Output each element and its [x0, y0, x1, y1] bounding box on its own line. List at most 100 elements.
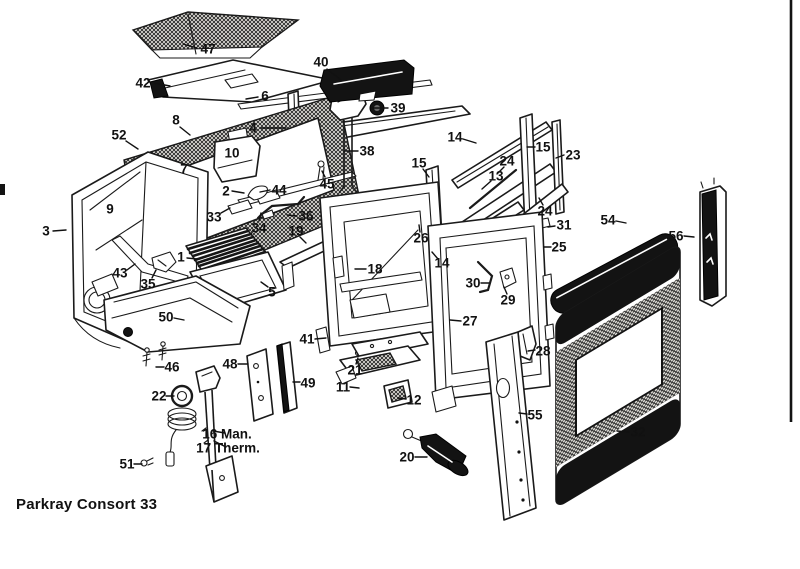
part-13-rod [468, 168, 518, 210]
part-46-screws [142, 341, 167, 367]
leader-line [245, 96, 259, 100]
leader-line [213, 440, 227, 448]
part-32-front-surround [555, 246, 681, 506]
part-label: 8 [172, 113, 180, 128]
part-label: 47 [200, 42, 215, 57]
part-33-bracket [227, 199, 253, 215]
part-label: 36 [298, 209, 314, 224]
leader-line [449, 319, 462, 322]
part-label: 4 [249, 121, 257, 136]
part-50-ashpan [91, 273, 251, 353]
part-label: 24 [499, 154, 515, 169]
part-label: 5 [268, 285, 276, 300]
part-label: 7 [180, 162, 188, 177]
part-label: 31 [556, 218, 572, 233]
leader-line [314, 337, 327, 340]
leader-line [503, 286, 508, 295]
part-16-17-thermostat-assembly [195, 365, 239, 503]
part-label: 52 [111, 128, 126, 143]
part-label: 43 [112, 266, 128, 281]
leader-line [496, 166, 505, 175]
leader-line [52, 229, 67, 232]
part-label: 51 [119, 457, 135, 472]
part-label: 19 [288, 224, 303, 239]
part-label: 14 [434, 256, 450, 271]
diagram-title: Parkray Consort 33 [16, 496, 158, 513]
leader-line [259, 189, 271, 193]
leader-line [462, 138, 477, 144]
leader-line [186, 257, 198, 260]
leader-line [260, 281, 269, 288]
leader-line [151, 269, 157, 279]
part-label: 28 [535, 344, 551, 359]
part-label: 48 [222, 357, 238, 372]
part-label: 1 [177, 250, 185, 265]
part-label: 49 [300, 376, 315, 391]
leader-line [299, 236, 307, 244]
part-label: 30 [465, 276, 480, 291]
part-label: 23 [565, 148, 581, 163]
leader-line [422, 168, 430, 178]
leader-line [220, 207, 231, 214]
part-56-side-trim [699, 177, 727, 307]
part-label: 39 [390, 101, 405, 116]
part-34-bracket [255, 189, 281, 220]
leader-line [179, 126, 191, 136]
part-label: 21 [347, 363, 363, 378]
part-41-strip [315, 326, 331, 354]
part-label: 54 [600, 213, 616, 228]
leader-line [397, 397, 407, 400]
part-label: 14 [447, 130, 463, 145]
leader-line [125, 140, 139, 150]
leader-line [355, 357, 359, 365]
part-label: 2 [222, 184, 230, 199]
part-11-bottom-bracket [335, 331, 429, 385]
part-label: 12 [406, 393, 421, 408]
leader-line [182, 43, 198, 49]
part-label: 55 [527, 408, 543, 423]
leader-line [321, 170, 326, 178]
leader-line [538, 197, 544, 206]
part-42-baffle-plate [147, 59, 333, 103]
leader-line [547, 225, 556, 228]
part-label: 46 [164, 360, 180, 375]
leader-line [286, 214, 298, 217]
part-51-clip [140, 457, 154, 467]
part-label: 50 [158, 310, 173, 325]
part-label: 22 [151, 389, 166, 404]
part-label: 35 [140, 277, 156, 292]
leader-line [126, 263, 136, 271]
part-label: 33 [206, 210, 222, 225]
leader-line [555, 154, 565, 159]
leader-line [616, 430, 630, 433]
part-label: 38 [359, 144, 375, 159]
part-label: 13 [488, 169, 504, 184]
part-label: 16 Man. [202, 427, 252, 442]
leader-line [527, 349, 536, 352]
part-49-strip [276, 341, 298, 414]
part-label: 3 [42, 224, 50, 239]
part-label: 34 [251, 221, 267, 236]
part-18-inner-door [319, 181, 449, 347]
part-22-thermostat-knob [165, 384, 197, 467]
part-label: 45 [319, 177, 335, 192]
leader-line [153, 82, 171, 87]
leader-line [326, 68, 342, 81]
leader-line [418, 224, 421, 233]
leader-line [431, 251, 439, 260]
part-label: 26 [413, 231, 429, 246]
part-label: 29 [500, 293, 515, 308]
part-label: 6 [261, 89, 269, 104]
part-label: 42 [135, 76, 150, 91]
part-label: 15 [411, 156, 427, 171]
part-10-flue-box [213, 127, 261, 183]
part-43-rail [111, 235, 189, 285]
leader-line [173, 317, 185, 321]
part-label: 18 [367, 262, 383, 277]
part-30-lever [476, 260, 494, 294]
leader-line [481, 180, 492, 190]
part-label: 9 [106, 202, 114, 217]
part-40-cowl [319, 59, 415, 103]
